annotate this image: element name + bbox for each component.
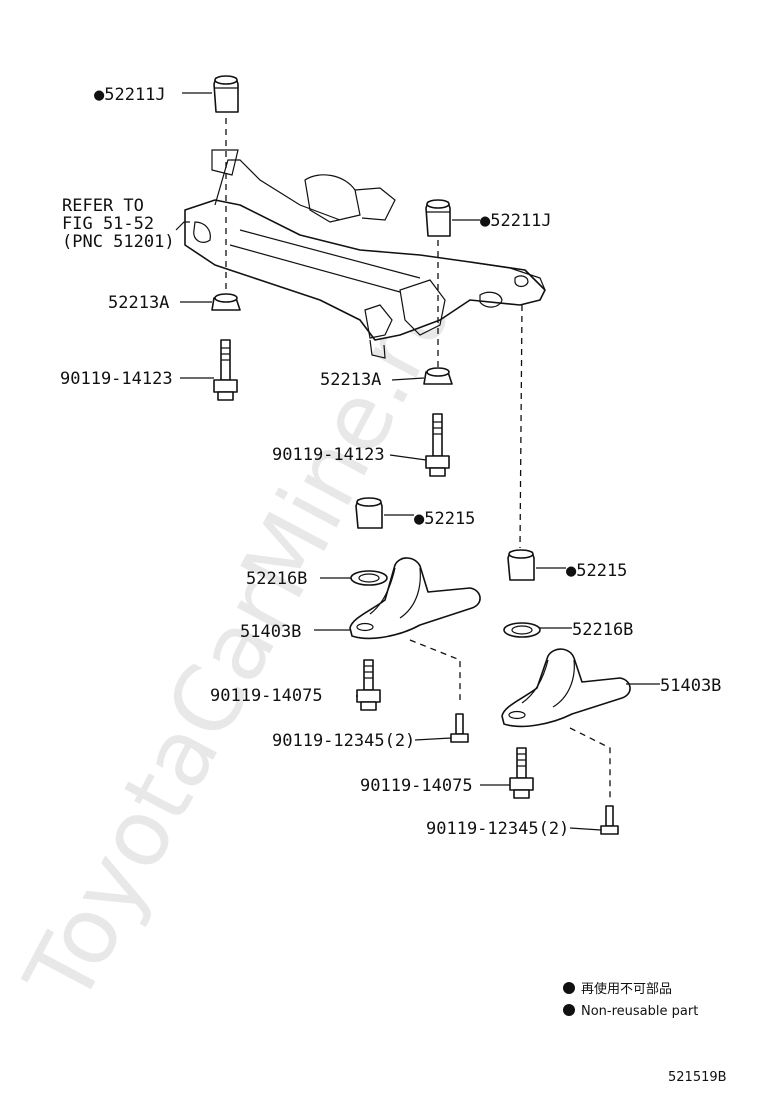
label-51403b-right: 51403B (660, 676, 721, 696)
legend-line1: 再使用不可部品 (581, 981, 672, 997)
guide-line-left-brace (409, 639, 461, 700)
figure-code: 521519B (668, 1070, 727, 1085)
bushing-52215-right (507, 549, 535, 581)
bushing-52211j-left (213, 75, 239, 113)
leader-lines (175, 92, 660, 831)
label-90119-12345-left: 90119-12345(2) (272, 731, 415, 751)
label-90119-14075-right: 90119-14075 (360, 776, 473, 796)
label-refer-line1: REFER TO (62, 196, 144, 216)
bolt-90119-14123-left (213, 339, 238, 401)
bolt-90119-14123-right (425, 413, 450, 477)
legend-dot-icon (563, 982, 575, 994)
label-refer-line2: FIG 51-52 (62, 214, 154, 234)
label-51403b-left: 51403B (240, 622, 301, 642)
label-90119-14123-left: 90119-14123 (60, 369, 173, 389)
legend-line2: Non-reusable part (581, 1004, 698, 1019)
suspension-crossmember (184, 149, 546, 359)
bolt-90119-12345-left (450, 713, 469, 743)
retainer-52216b-left (350, 570, 388, 586)
bolt-90119-14075-right (509, 747, 534, 799)
label-90119-14075-left: 90119-14075 (210, 686, 323, 706)
bushing-52211j-right (425, 199, 451, 237)
label-52215-left: ●52215 (414, 509, 475, 529)
label-refer-line3: (PNC 51201) (62, 232, 175, 252)
label-52211j-right: ●52211J (480, 211, 552, 231)
legend-dot-icon (563, 1004, 575, 1016)
label-90119-14123-right: 90119-14123 (272, 445, 385, 465)
guide-line-right-brace (569, 727, 611, 800)
label-52215-right: ●52215 (566, 561, 627, 581)
label-52211j-left: ●52211J (94, 85, 166, 105)
bushing-52215-left (355, 497, 383, 529)
bolt-90119-12345-right (600, 805, 619, 835)
brace-51403b-right (501, 648, 631, 728)
retainer-52216b-right (503, 622, 541, 638)
brace-51403b-left (349, 557, 481, 640)
label-52216b-right: 52216B (572, 620, 633, 640)
label-90119-12345-right: 90119-12345(2) (426, 819, 569, 839)
label-52216b-left: 52216B (246, 569, 307, 589)
stopper-52213a-left (211, 293, 241, 311)
stopper-52213a-right (423, 367, 453, 385)
legend: 再使用不可部品 Non-reusable part (563, 981, 698, 1019)
label-52213a-left: 52213A (108, 293, 169, 313)
bolt-90119-14075-left (356, 659, 381, 711)
label-52213a-right: 52213A (320, 370, 381, 390)
guide-line-right-long (519, 304, 523, 549)
